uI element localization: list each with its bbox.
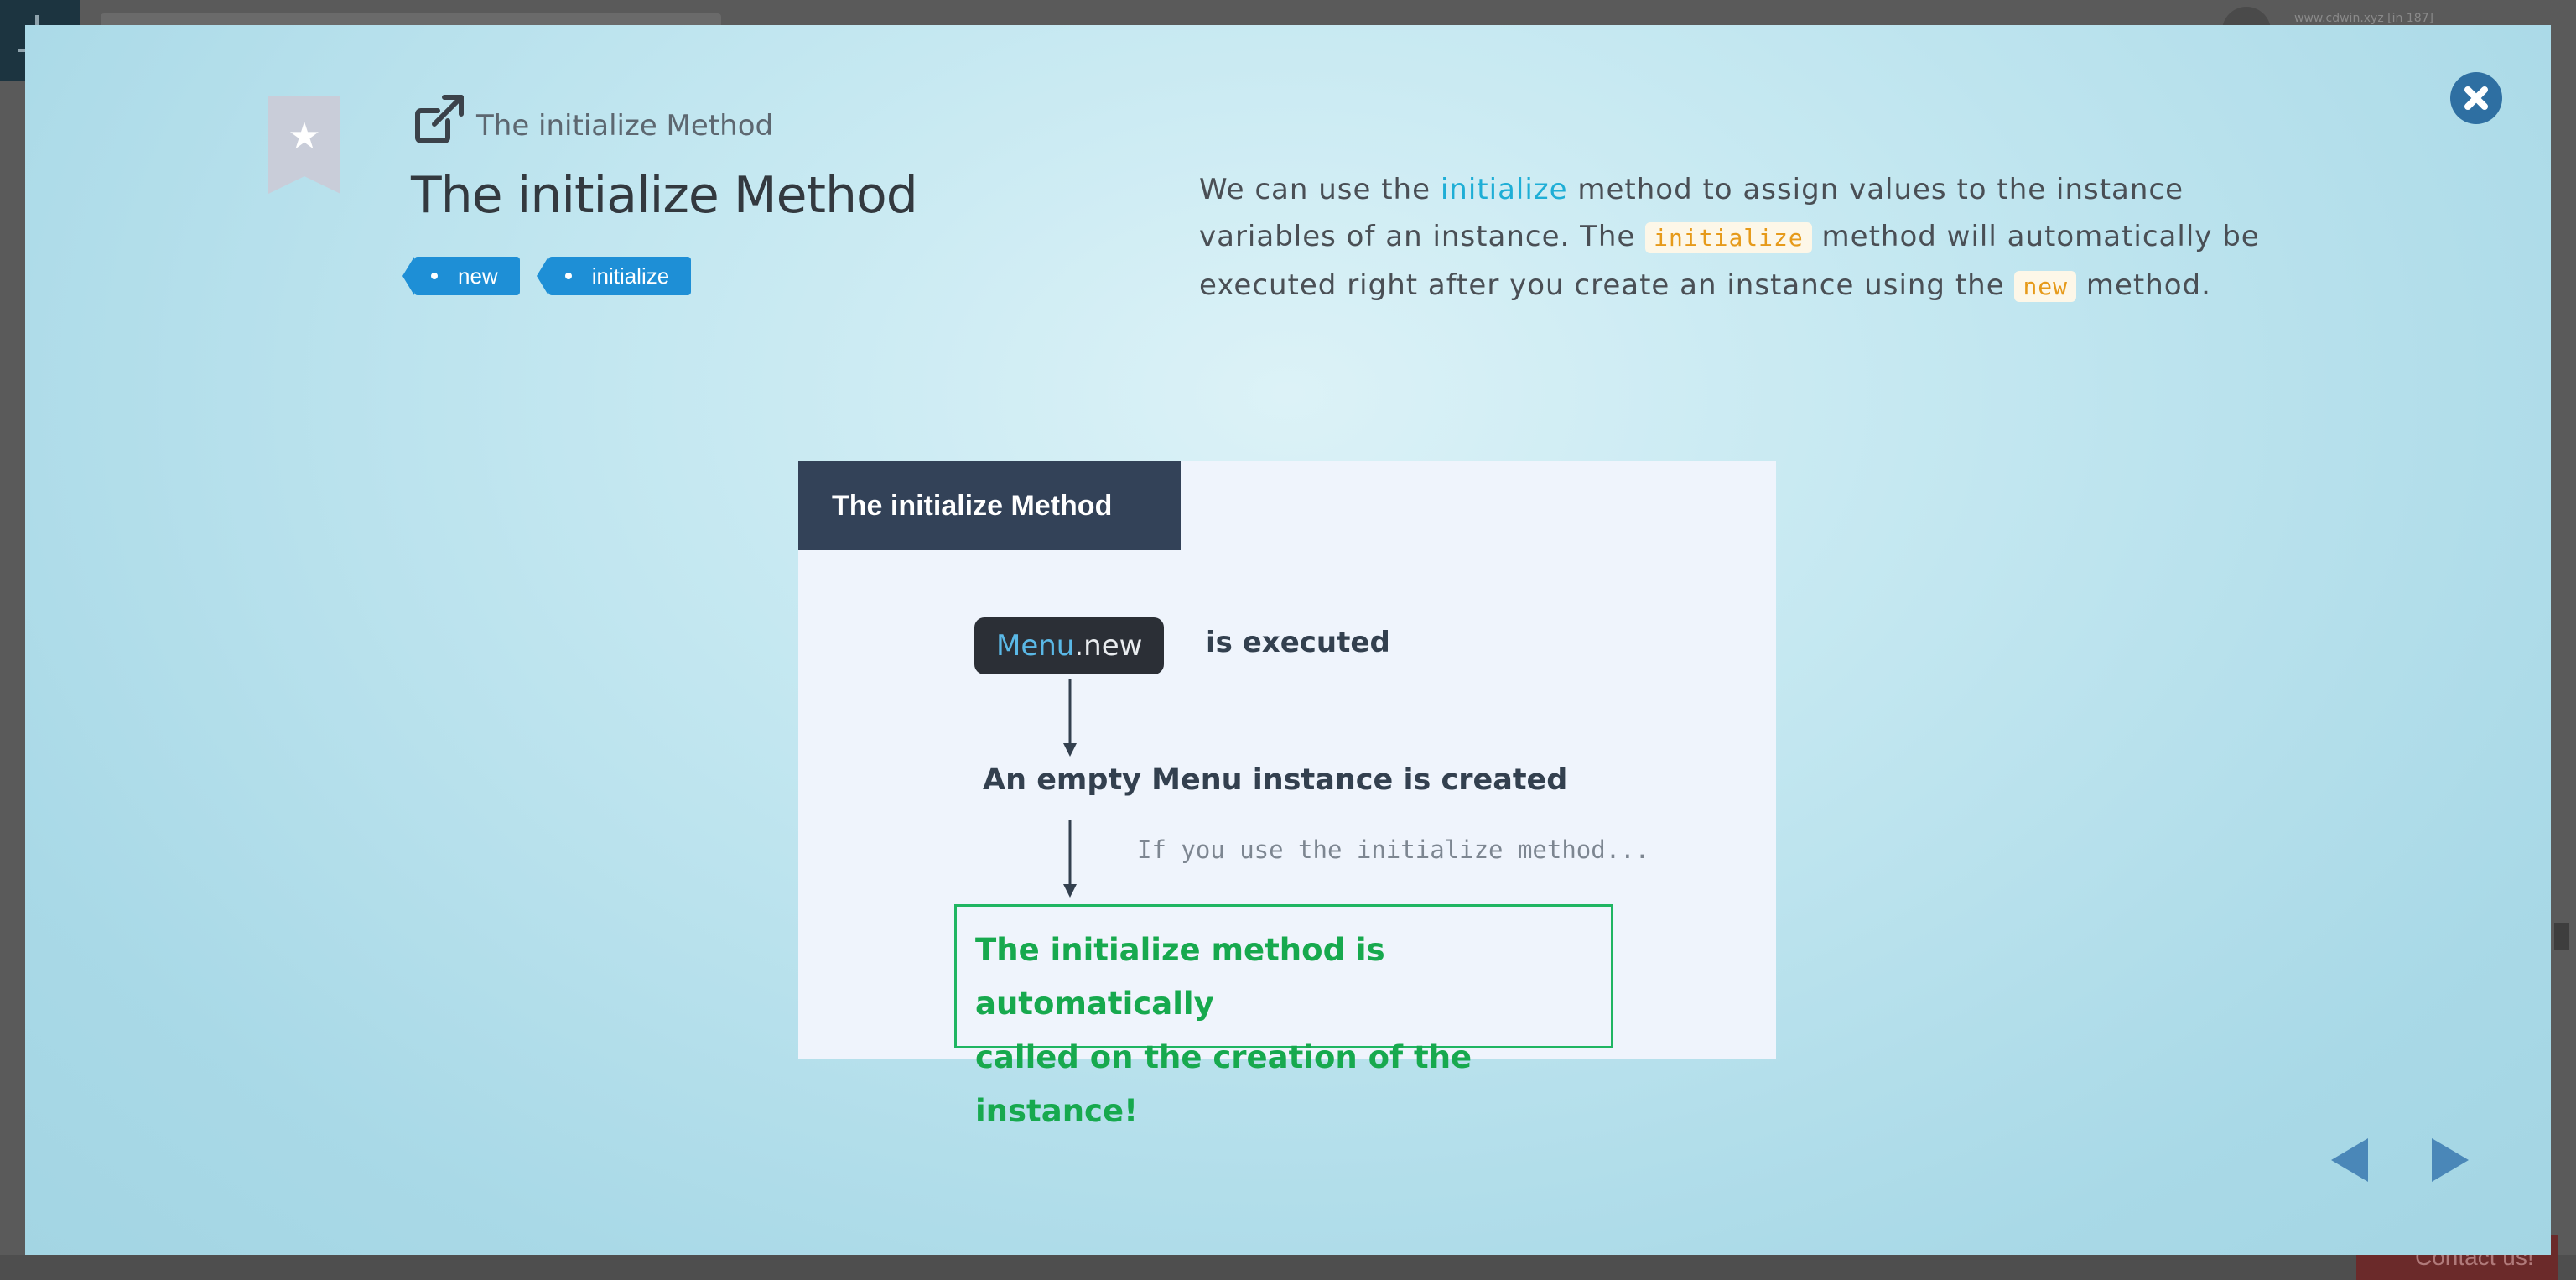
tag-label: new [458, 263, 498, 289]
inline-code-new: new [2014, 271, 2077, 302]
code-method: .new [1074, 629, 1143, 663]
initialize-link[interactable]: initialize [1440, 173, 1568, 206]
step-hint: If you use the initialize method... [1137, 835, 1650, 864]
tag-new[interactable]: new [402, 257, 520, 295]
tag-label: initialize [591, 263, 670, 289]
background-bottom-bar [0, 1255, 2576, 1280]
arrow-left-icon[interactable] [2328, 1137, 2370, 1184]
description-text: method will automatically be executed ri… [1199, 220, 2260, 302]
description-text: method to assign values to the instance … [1199, 173, 2184, 253]
bookmark-button[interactable]: ★ [268, 96, 340, 194]
external-link-icon[interactable] [413, 92, 468, 146]
description-text: method. [2076, 268, 2211, 302]
lesson-description: We can use the initialize method to assi… [1199, 166, 2323, 310]
tag-initialize[interactable]: initialize [536, 257, 692, 295]
close-button[interactable] [2450, 72, 2502, 124]
tag-dot [564, 273, 572, 279]
result-box: The initialize method is automatically c… [954, 904, 1613, 1129]
description-text: We can use the [1199, 173, 1441, 206]
breadcrumb: The initialize Method [413, 92, 773, 146]
bookmark-star-icon: ★ [288, 115, 321, 158]
code-class: Menu [996, 629, 1075, 663]
close-icon [2464, 86, 2488, 110]
result-line: The initialize method is automatically [975, 932, 1385, 1022]
arrow-right-icon[interactable] [2430, 1137, 2472, 1184]
lesson-slide: The initialize Method Menu.new is execut… [798, 461, 1776, 1129]
background-header-text: www.cdwin.xyz [in 187] [2294, 12, 2433, 25]
breadcrumb-text: The initialize Method [476, 109, 774, 143]
flow-arrow [1063, 820, 1077, 898]
page-title: The initialize Method [411, 166, 918, 225]
step-executed-label: is executed [1206, 626, 1390, 659]
step-instance-created: An empty Menu instance is created [983, 763, 1568, 797]
tag-list: new initialize [402, 257, 692, 295]
flow-arrow [1063, 679, 1077, 757]
tag-dot [431, 273, 438, 279]
slide-header: The initialize Method [798, 461, 1181, 550]
background-scrollbar [2554, 923, 2569, 950]
lesson-modal: ★ The initialize Method The initialize M… [25, 25, 2551, 1255]
code-pill: Menu.new [974, 617, 1165, 674]
result-line: called on the creation of the instance! [975, 1039, 1472, 1129]
inline-code-initialize: initialize [1645, 222, 1812, 253]
